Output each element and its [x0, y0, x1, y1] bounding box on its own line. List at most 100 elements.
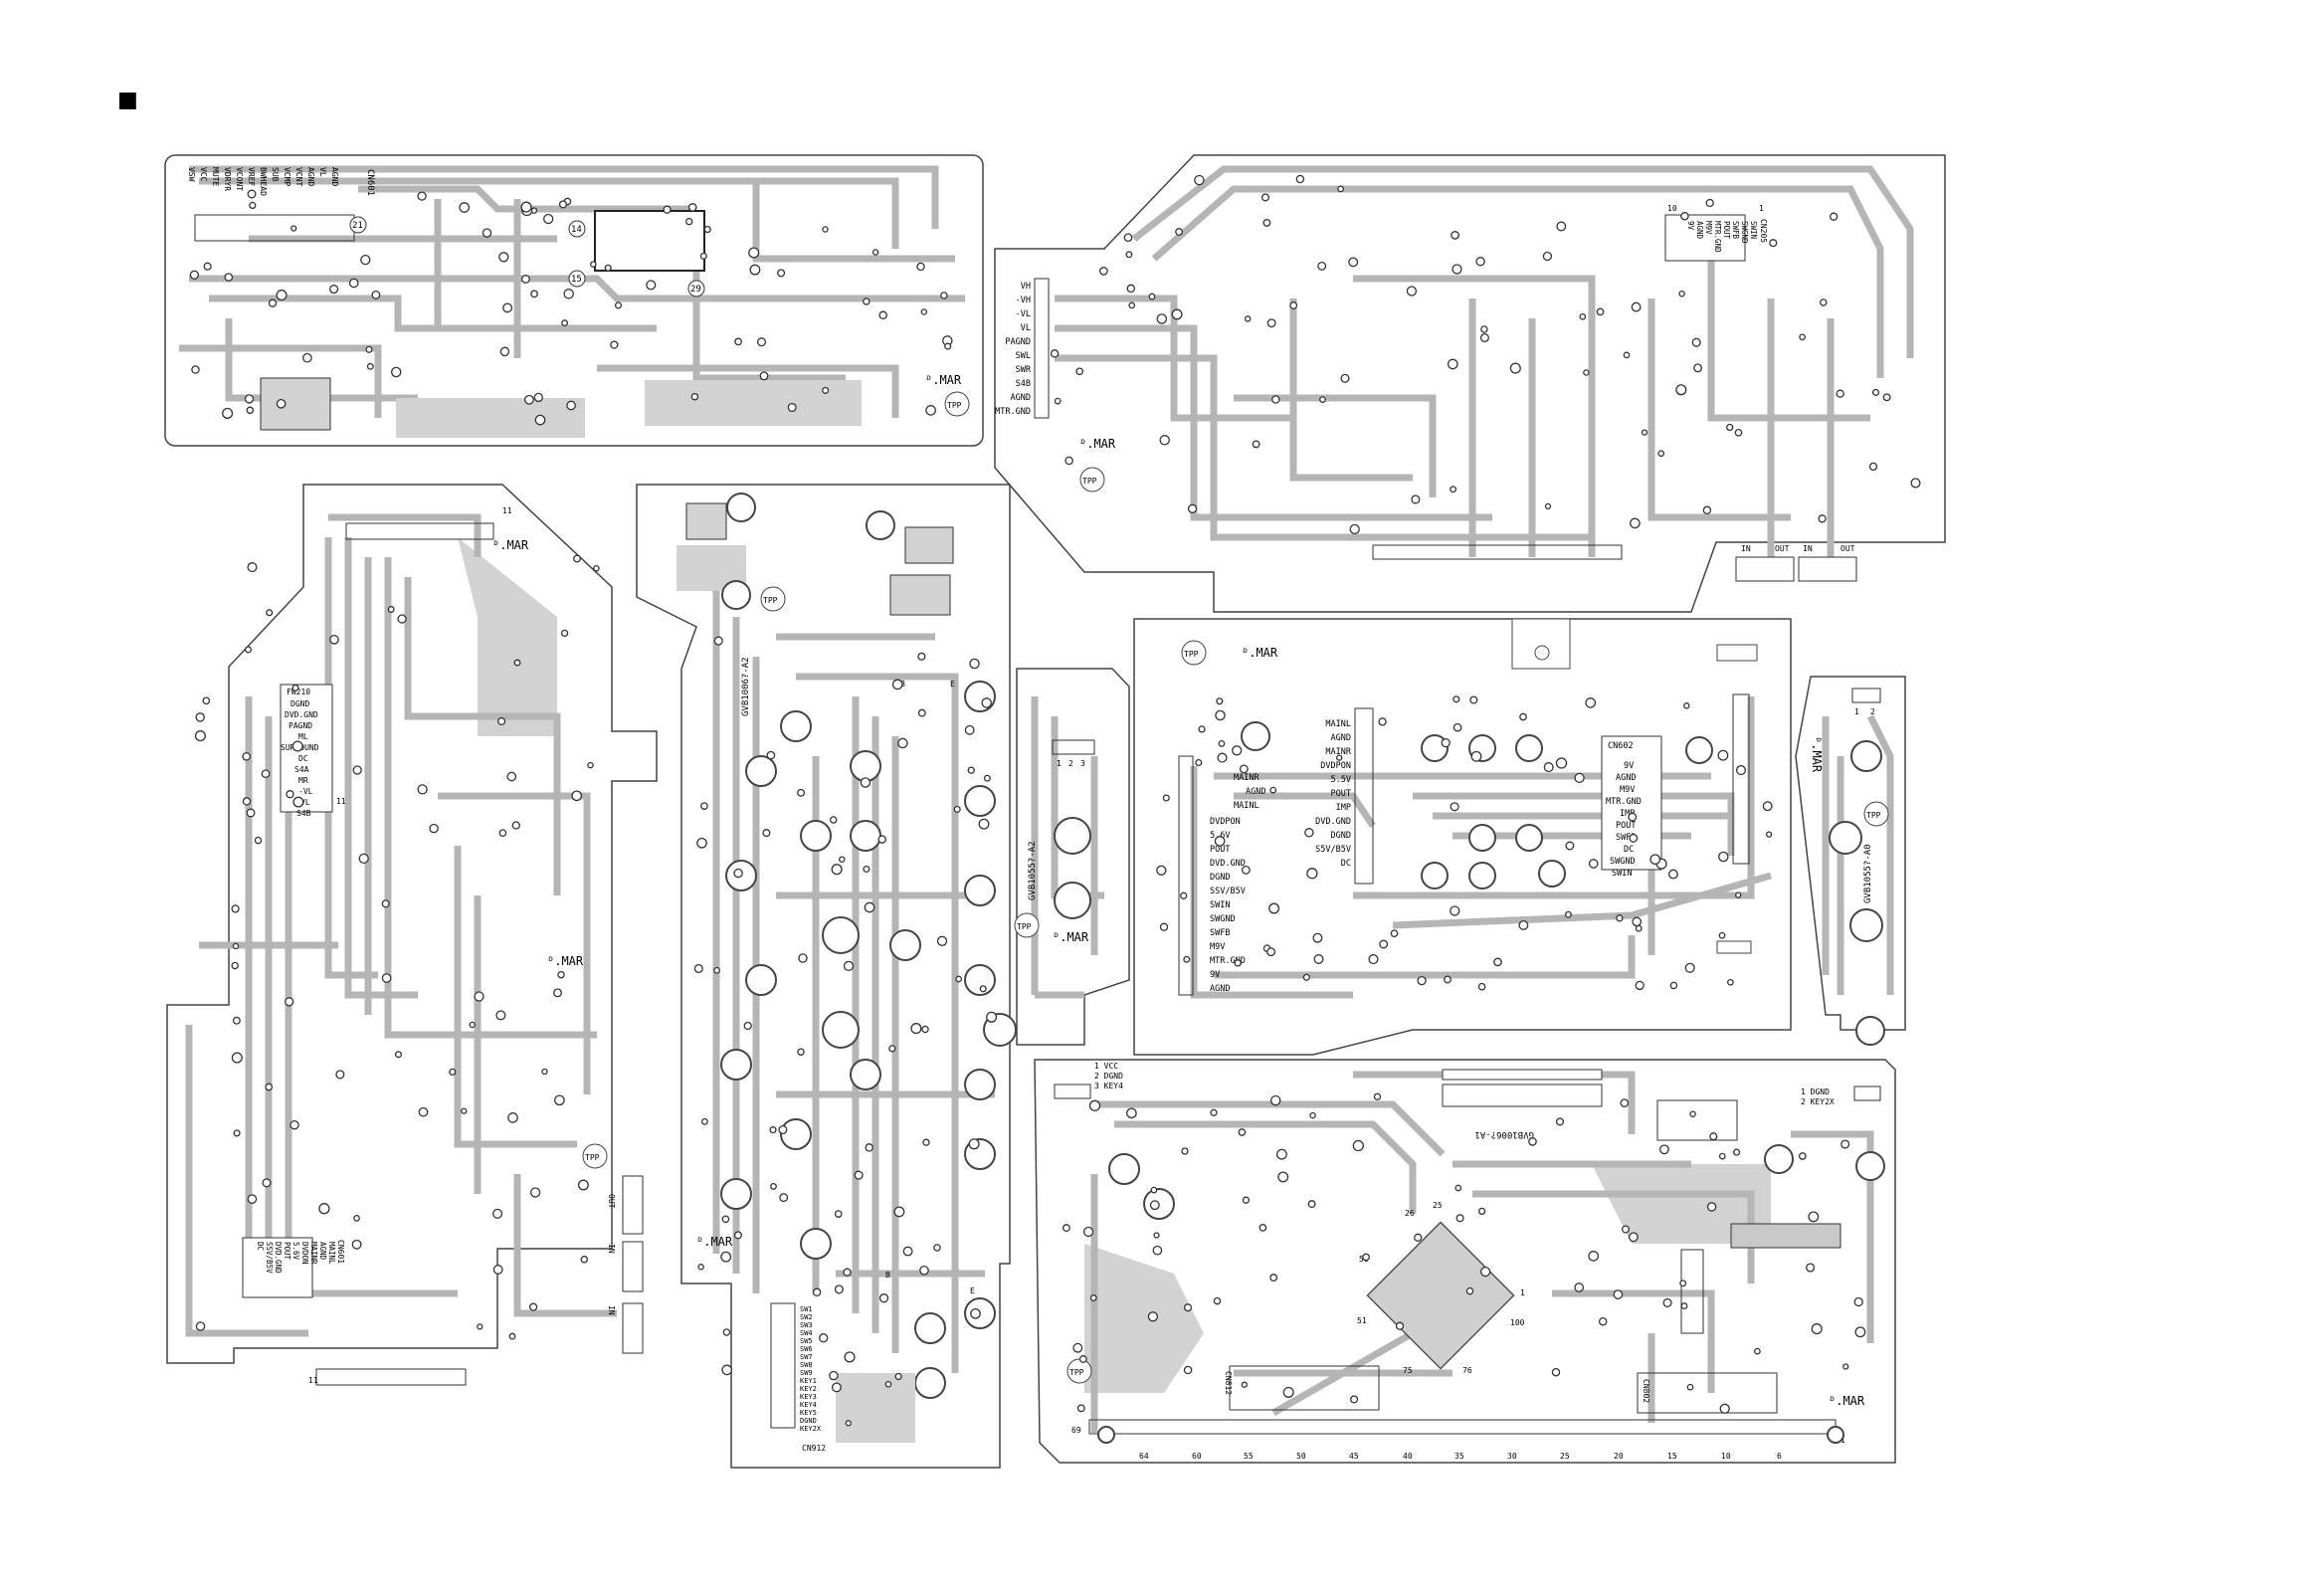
solder-pad — [663, 205, 672, 214]
solder-pad — [1289, 301, 1298, 309]
svg-text:25: 25 — [1433, 1201, 1443, 1210]
svg-text:POUT: POUT — [1722, 221, 1731, 240]
solder-pad — [381, 973, 392, 983]
solder-pad — [1378, 717, 1387, 726]
solder-pad — [733, 868, 743, 879]
svg-text:SUB: SUB — [271, 167, 280, 182]
solder-pad — [276, 398, 287, 409]
svg-text:9V: 9V — [1210, 970, 1220, 980]
ground-plane — [458, 537, 557, 736]
solder-pad — [834, 1284, 844, 1294]
solder-pad — [1588, 859, 1599, 869]
component-circle-group — [1829, 740, 1885, 1046]
test-point-label: TPP — [585, 1153, 600, 1162]
svg-text:POUT: POUT — [283, 1242, 291, 1261]
solder-pad — [590, 261, 597, 268]
io-label-group: IN OUT IN OUT — [1741, 544, 1855, 553]
solder-pad — [1691, 337, 1701, 347]
component-outline — [1716, 940, 1752, 954]
solder-pad — [1470, 750, 1482, 762]
solder-pad — [797, 788, 806, 797]
svg-text:MTR.GND: MTR.GND — [995, 407, 1031, 417]
svg-text:SW1: SW1 — [800, 1305, 813, 1313]
component-outline — [1716, 644, 1758, 662]
solder-pad — [1556, 221, 1567, 232]
svg-text:15: 15 — [571, 275, 582, 285]
svg-text:PAGND: PAGND — [1005, 337, 1031, 347]
test-point-label: TPP — [763, 596, 778, 605]
solder-pad — [1447, 358, 1458, 370]
svg-text:DVD.GND: DVD.GND — [1210, 859, 1246, 869]
board-code: GVB1055?-A2 — [1028, 841, 1038, 900]
svg-text:S4A: S4A — [294, 765, 309, 774]
solder-pad — [1262, 218, 1271, 227]
solder-pad — [1683, 702, 1690, 709]
test-point-label: TPP — [1069, 1368, 1084, 1377]
solder-pad — [1871, 388, 1880, 396]
solder-pad — [1295, 174, 1305, 184]
solder-pad — [563, 289, 574, 299]
solder-pad — [1266, 318, 1276, 328]
svg-text:75: 75 — [1403, 1366, 1413, 1375]
solder-pad — [1479, 332, 1489, 343]
solder-pad — [1368, 954, 1379, 965]
solder-pad — [1469, 695, 1478, 704]
connector-header — [1054, 1084, 1091, 1099]
solder-pad — [1215, 709, 1226, 721]
solder-pad — [1348, 257, 1359, 268]
solder-pad — [944, 342, 952, 350]
svg-text:AGND: AGND — [318, 1242, 327, 1261]
solder-pad — [1239, 764, 1249, 774]
solder-pad — [1195, 758, 1203, 767]
solder-pad — [1684, 962, 1695, 973]
svg-text:IN: IN — [1741, 544, 1751, 553]
svg-text:B: B — [885, 1271, 890, 1280]
solder-pad — [1259, 1224, 1267, 1232]
component-circle — [1054, 817, 1091, 855]
solder-pad — [1854, 1326, 1866, 1338]
solder-pad — [1641, 429, 1648, 436]
solder-pad — [1680, 1302, 1688, 1310]
solder-pad — [1542, 251, 1553, 262]
solder-pad — [1260, 193, 1270, 202]
svg-text:SW5: SW5 — [800, 1337, 813, 1345]
solder-pad — [1150, 1186, 1158, 1194]
solder-pad — [1444, 975, 1452, 984]
solder-pad — [1183, 1365, 1193, 1375]
svg-text:2: 2 — [1870, 707, 1875, 716]
solder-pad — [749, 264, 761, 276]
connector-box — [1601, 735, 1662, 871]
solder-pad — [1147, 1311, 1159, 1322]
svg-text:SWGND: SWGND — [1610, 857, 1636, 867]
solder-pad — [1882, 393, 1891, 402]
svg-text:1 VCC: 1 VCC — [1094, 1062, 1118, 1071]
solder-pad — [697, 1264, 704, 1271]
pin-label-group: SW1 SW2 SW3 SW4 SW5 SW6 SW7 SW8 SW9 KEY1… — [800, 1305, 822, 1433]
solder-pad — [290, 1119, 299, 1130]
svg-text:M9V: M9V — [1704, 221, 1713, 235]
ground-plane — [836, 1373, 915, 1443]
solder-pad — [687, 203, 697, 212]
board-code: GVB1006?-A1 — [1474, 1129, 1534, 1139]
svg-text:SW3: SW3 — [800, 1321, 813, 1329]
solder-pad — [502, 302, 513, 313]
solder-pad — [983, 774, 991, 782]
svg-text:1: 1 — [1854, 707, 1859, 716]
svg-text:MAINL: MAINL — [1234, 801, 1259, 811]
solder-pad — [553, 988, 562, 998]
solder-pad — [1798, 1152, 1807, 1160]
solder-pad — [417, 191, 427, 201]
svg-text:SW7: SW7 — [800, 1353, 813, 1361]
solder-pad — [352, 765, 362, 775]
solder-pad — [921, 1025, 929, 1034]
svg-text:DVDON: DVDON — [300, 1242, 309, 1265]
svg-text:S5V/B5V: S5V/B5V — [1315, 845, 1351, 855]
transformer-pad — [260, 377, 331, 431]
svg-text:69: 69 — [1071, 1426, 1081, 1435]
solder-pad — [571, 790, 583, 802]
trace-group — [1822, 714, 1894, 995]
solder-pad — [822, 386, 830, 394]
solder-pad — [1406, 286, 1418, 296]
solder-pad — [1726, 423, 1734, 432]
solder-pad — [247, 189, 257, 199]
